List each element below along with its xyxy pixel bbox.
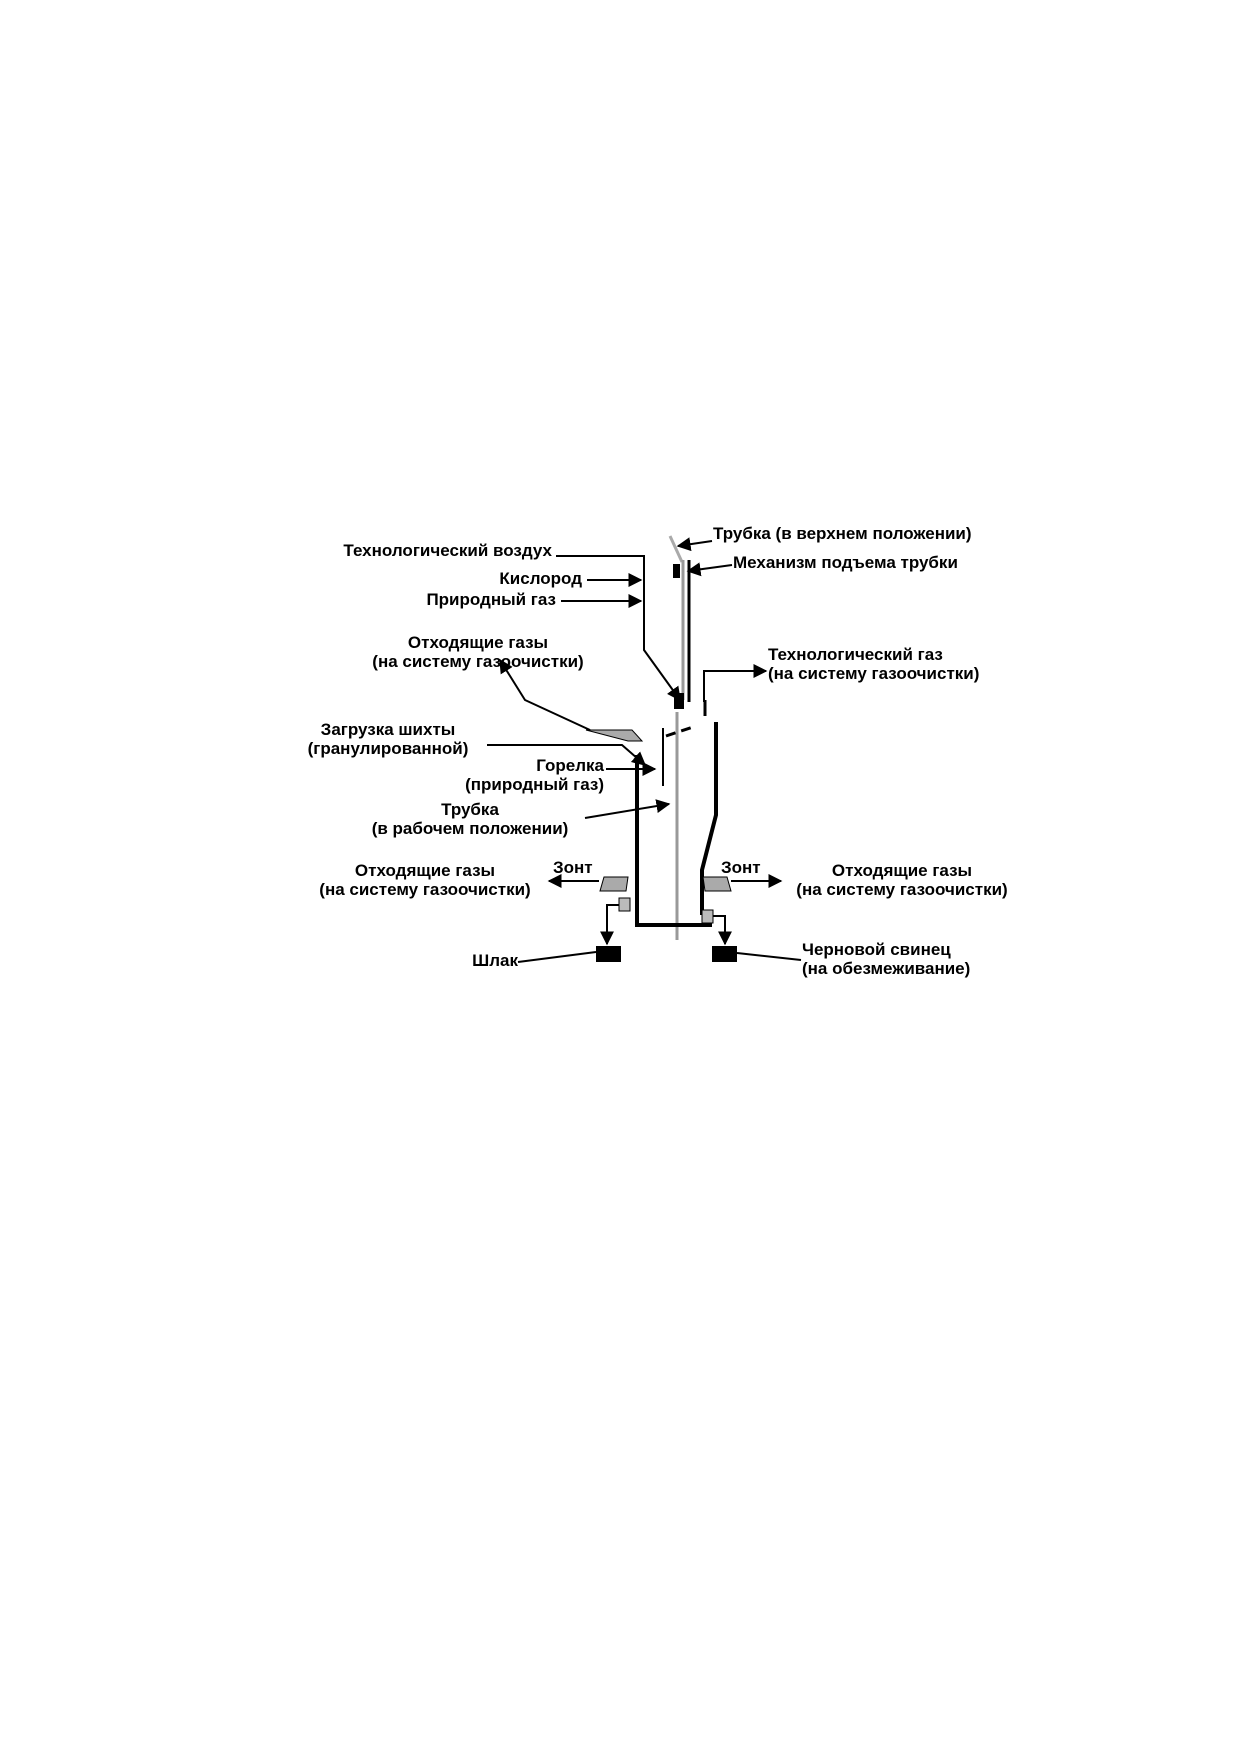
label-offgas-right-line1: Отходящие газы <box>831 861 973 880</box>
arrow-charge <box>487 744 647 766</box>
line-lead <box>736 952 802 961</box>
line-slag <box>517 951 597 963</box>
label-offgas-right: Отходящие газы (на систему газоочистки) <box>782 861 1022 899</box>
hood-right-shape <box>702 876 732 892</box>
label-charge-line2: (гранулированной) <box>307 739 469 758</box>
label-offgas-left: Отходящие газы (на систему газоочистки) <box>305 861 545 899</box>
slag-tap <box>618 897 631 912</box>
slag-pot <box>596 946 621 962</box>
label-tech-gas-line2: (на систему газоочистки) <box>768 664 980 683</box>
lead-pot <box>712 946 737 962</box>
arrow-tube-lift <box>686 562 733 577</box>
label-charge-line1: Загрузка шихты <box>320 720 456 739</box>
label-hood-right: Зонт <box>721 858 761 877</box>
arrow-tube-upper <box>676 537 713 552</box>
label-slag: Шлак <box>472 951 518 970</box>
hood-left-shape <box>599 876 629 892</box>
arrow-offgas-top <box>499 658 591 731</box>
label-lead-line2: (на обезмеживание) <box>802 959 971 978</box>
label-burner-line2: (природный газ) <box>465 775 604 794</box>
label-offgas-right-line2: (на систему газоочистки) <box>796 880 1008 899</box>
label-burner-line1: Горелка <box>536 756 604 775</box>
arrow-tube-work <box>584 799 671 819</box>
label-lead-line1: Черновой свинец <box>802 940 951 959</box>
label-offgas-left-line2: (на систему газоочистки) <box>319 880 531 899</box>
label-tech-gas-line1: Технологический газ <box>768 645 943 664</box>
label-lead: Черновой свинец (на обезмеживание) <box>802 940 970 978</box>
label-tech-gas: Технологический газ (на систему газоочис… <box>768 645 979 683</box>
label-tube-work-line2: (в рабочем положении) <box>371 819 569 838</box>
label-hood-left: Зонт <box>553 858 593 877</box>
label-offgas-top-line2: (на систему газоочистки) <box>372 652 584 671</box>
label-oxygen: Кислород <box>499 569 582 588</box>
line-tech-air <box>556 555 681 702</box>
arrow-lead-tap <box>713 915 732 946</box>
label-charge: Загрузка шихты (гранулированной) <box>288 720 488 758</box>
label-offgas-left-line1: Отходящие газы <box>354 861 496 880</box>
label-offgas-top-line1: Отходящие газы <box>407 633 549 652</box>
label-tube-upper: Трубка (в верхнем положении) <box>713 524 972 543</box>
label-tech-air: Технологический воздух <box>343 541 552 560</box>
label-tube-work-line1: Трубка <box>441 800 499 819</box>
lead-tap <box>701 909 714 924</box>
arrow-slag-tap <box>600 904 619 946</box>
label-burner: Горелка (природный газ) <box>424 756 604 794</box>
lance-upper <box>668 535 691 702</box>
label-tube-lift: Механизм подъема трубки <box>733 553 958 572</box>
label-offgas-top: Отходящие газы (на систему газоочистки) <box>348 633 608 671</box>
label-tube-work: Трубка (в рабочем положении) <box>355 800 585 838</box>
line-tech-gas <box>703 664 768 702</box>
label-natural-gas: Природный газ <box>426 590 556 609</box>
charge-feed-hood <box>585 729 644 742</box>
